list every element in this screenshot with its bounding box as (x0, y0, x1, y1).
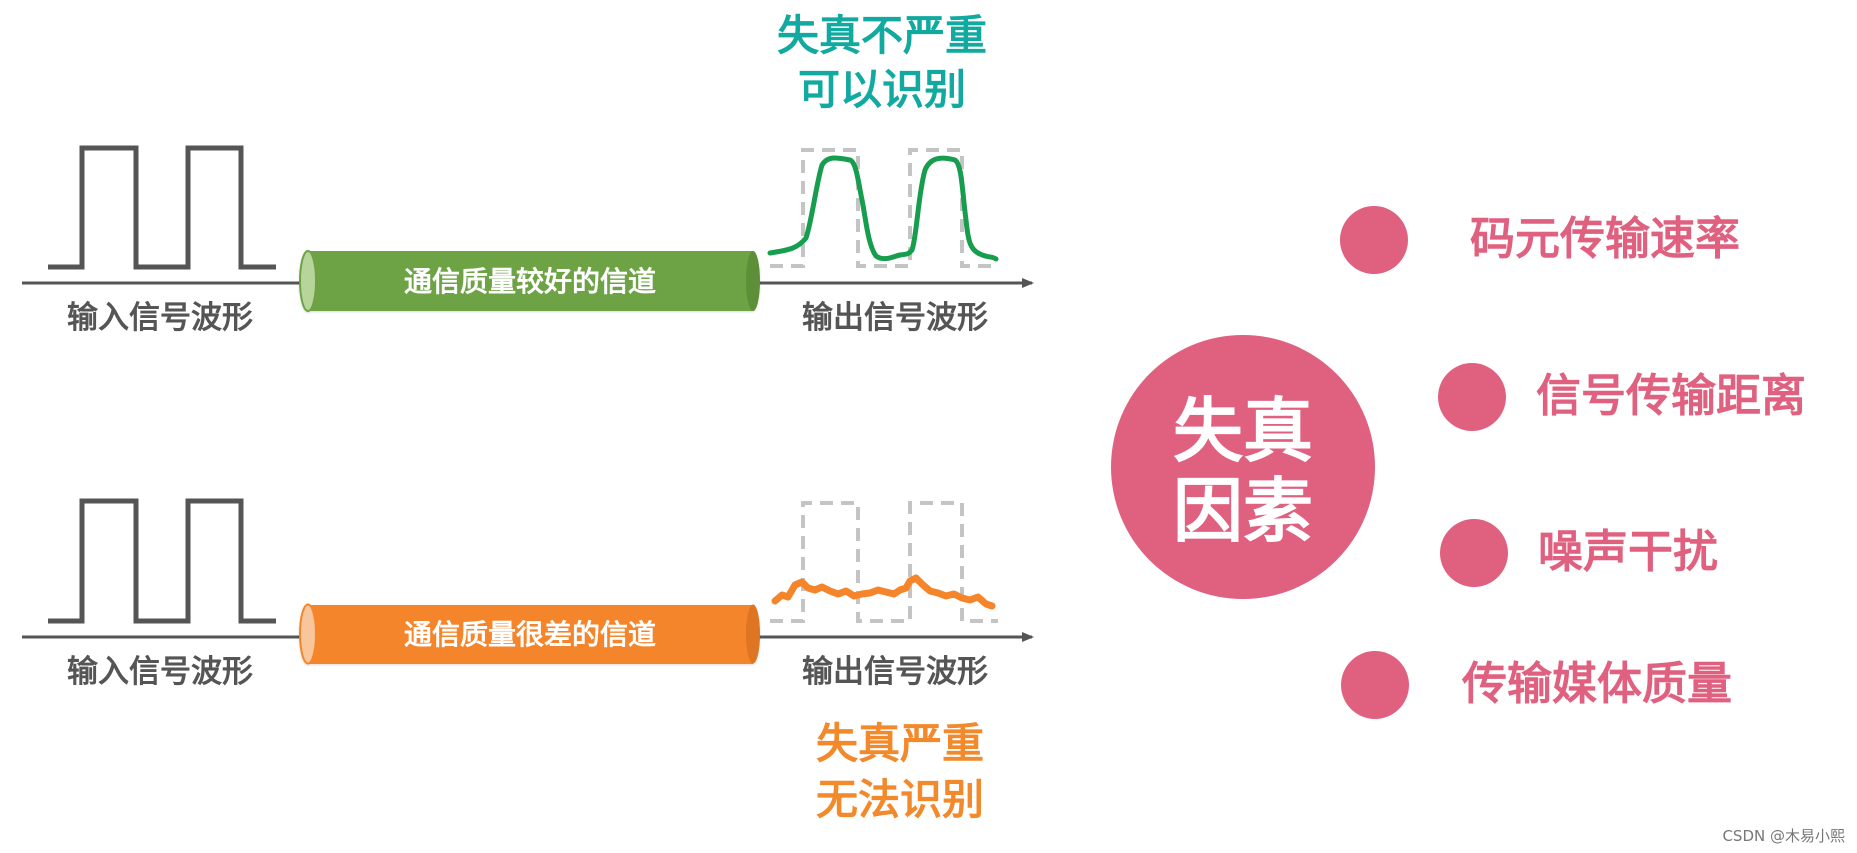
factor-bullet (1341, 651, 1409, 719)
bottom-channel-label: 通信质量很差的信道 (404, 618, 656, 651)
factor-label-noise: 噪声干扰 (1538, 525, 1718, 578)
bottom-input-label: 输入信号波形 (67, 654, 253, 690)
bottom-output-waveform (771, 574, 996, 610)
bottom-row: 通信质量很差的信道 输入信号波形 输出信号波形 失真严重 无法识别 (22, 498, 1034, 824)
bottom-note-line1: 失真严重 (816, 719, 984, 768)
distortion-factors: 失真 因素 码元传输速率 信号传输距离 噪声干扰 传输媒体质量 (1111, 206, 1806, 719)
bottom-channel-pipe (299, 603, 760, 665)
top-input-waveform (48, 145, 276, 270)
top-output-label: 输出信号波形 (802, 300, 988, 336)
bottom-output-label: 输出信号波形 (802, 654, 988, 690)
top-note-line2: 可以识别 (798, 65, 966, 114)
top-input-label: 输入信号波形 (67, 300, 253, 336)
factor-bullet (1440, 519, 1508, 587)
watermark: CSDN @木易小熙 (1722, 827, 1845, 845)
center-label-line1: 失真 (1173, 390, 1313, 472)
bottom-note-line2: 无法识别 (816, 775, 984, 824)
bottom-reference-waveform (770, 501, 998, 623)
factor-bullet (1340, 206, 1408, 274)
top-output-waveform (767, 155, 999, 262)
factor-label-distance: 信号传输距离 (1536, 369, 1806, 422)
factor-label-symbol-rate: 码元传输速率 (1470, 212, 1740, 265)
top-channel-label: 通信质量较好的信道 (404, 265, 656, 298)
factor-bullet (1438, 363, 1506, 431)
bottom-input-waveform (48, 498, 276, 624)
center-label-line2: 因素 (1173, 470, 1313, 552)
top-note-line1: 失真不严重 (777, 11, 987, 60)
top-channel-pipe (299, 250, 760, 312)
top-reference-waveform (770, 148, 998, 268)
top-row: 通信质量较好的信道 输入信号波形 输出信号波形 失真不严重 可以识别 (22, 11, 1034, 336)
center-circle (1111, 335, 1375, 599)
factor-label-media: 传输媒体质量 (1461, 657, 1732, 710)
